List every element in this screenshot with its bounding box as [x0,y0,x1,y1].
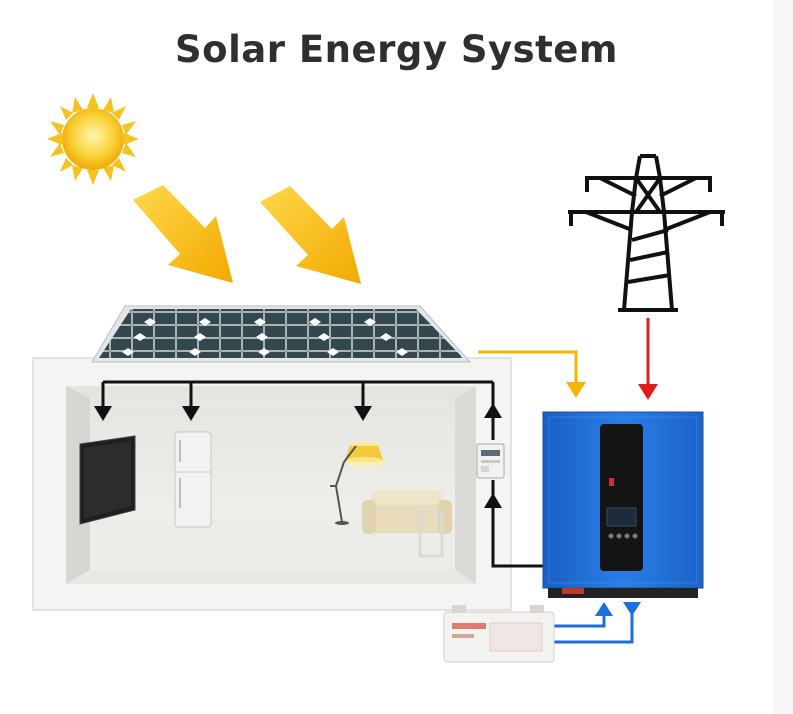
power-pylon-icon [568,154,725,312]
tv-icon [79,435,136,525]
solar-panel [91,305,472,363]
page-title: Solar Energy System [175,28,618,71]
refrigerator-icon [174,431,212,528]
page-edge-strip [773,0,793,714]
sun-icon [47,93,139,185]
sofa-icon [362,490,452,558]
house-wiring [101,380,555,568]
battery-line-arrows [595,602,641,616]
floor-lamp-icon [330,442,386,525]
wiring-arrows [94,403,502,508]
battery-icon [443,605,555,663]
sun-ray-arrow-icon [260,186,361,284]
battery-lines [554,610,634,644]
grid-to-inverter-line [638,318,658,400]
electric-meter-icon [476,443,505,479]
solar-inverter-icon [542,411,704,598]
panel-to-inverter-line [478,350,586,398]
house-room [32,357,512,611]
sun-ray-arrow-icon [133,185,233,283]
